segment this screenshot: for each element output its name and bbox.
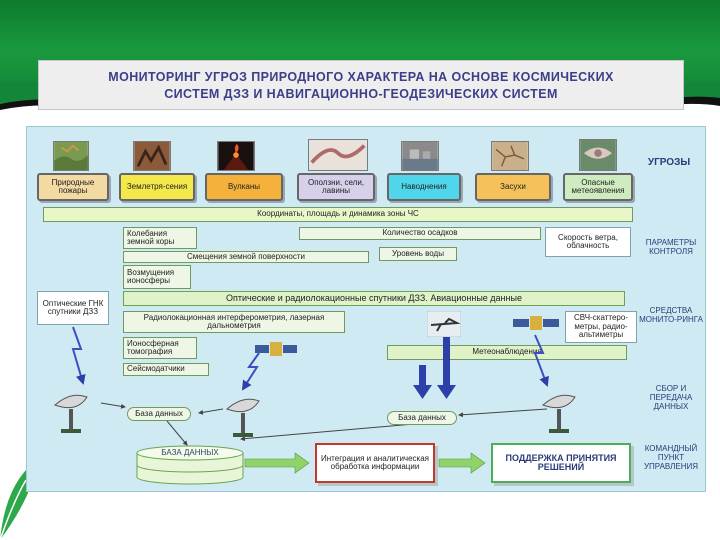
satellite-dish-icon — [226, 398, 260, 437]
threat-earthquakes: Землетря-сения — [119, 173, 195, 201]
means-optical-radar: Оптические и радиолокационные спутники Д… — [123, 291, 625, 306]
integration-label: Интеграция и аналитическая обработка инф… — [321, 453, 429, 471]
diagram-connectors — [71, 326, 549, 474]
means-weather-observation-label: Метеонаблюдения — [472, 347, 542, 357]
means-seismic-sensors-label: Сейсмодатчики — [127, 364, 185, 374]
means-optical-radar-label: Оптические и радиолокационные спутники Д… — [226, 292, 522, 303]
means-radar-interferometry-label: Радиолокационная интерферометрия, лазерн… — [143, 312, 325, 330]
database-small-2-label: База данных — [398, 412, 446, 422]
threat-droughts: Засухи — [475, 173, 551, 201]
parameter-precipitation-label: Количество осадков — [382, 228, 458, 238]
threat-landslides: Оползни, сели, лавины — [297, 173, 375, 201]
drought-photo-icon — [491, 141, 529, 171]
means-ionospheric-tomography-label: Ионосферная томография — [127, 338, 179, 356]
side-label-monitoring: СРЕДСТВА МОНИТО-РИНГА — [639, 306, 703, 324]
side-label-parameters: ПАРАМЕТРЫ КОНТРОЛЯ — [645, 238, 697, 256]
means-optical-gnss-label: Оптические ГНК спутники ДЗЗ — [42, 298, 104, 316]
title-line-1: МОНИТОРИНГ УГРОЗ ПРИРОДНОГО ХАРАКТЕРА НА… — [108, 70, 614, 84]
threat-weather-hazards-label: Опасные метеоявления — [571, 177, 625, 195]
database-main-label: БАЗА ДАННЫХ — [161, 448, 219, 457]
parameter-precipitation: Количество осадков — [299, 227, 541, 240]
parameter-oscillations-label: Колебания земной коры — [127, 228, 175, 246]
volcano-photo-icon — [217, 141, 255, 171]
database-main-icon — [136, 445, 244, 485]
satellite-icon — [255, 342, 297, 356]
side-label-threats: УГРОЗЫ — [647, 157, 691, 168]
means-optical-gnss: Оптические ГНК спутники ДЗЗ — [37, 291, 109, 325]
parameter-water-level-label: Уровень воды — [392, 248, 444, 258]
threat-earthquakes-label: Землетря-сения — [126, 181, 188, 191]
satellite-dish-icon — [54, 394, 88, 433]
threat-volcanoes: Вулканы — [205, 173, 283, 201]
title-panel: МОНИТОРИНГ УГРОЗ ПРИРОДНОГО ХАРАКТЕРА НА… — [38, 60, 684, 110]
parameter-displacement-label: Смещения земной поверхности — [187, 251, 305, 261]
database-small-1: База данных — [127, 407, 191, 421]
parameter-displacement: Смещения земной поверхности — [123, 251, 369, 263]
side-label-command: КОМАНДНЫЙ ПУНКТ УПРАВЛЕНИЯ — [643, 444, 699, 471]
earthquake-photo-icon — [133, 141, 171, 171]
title-line-2: СИСТЕМ ДЗЗ И НАВИГАЦИОННО-ГЕОДЕЗИЧЕСКИХ … — [164, 87, 558, 101]
satellite-dish-icon — [542, 394, 576, 433]
parameter-ionosphere: Возмущения ионосферы — [123, 265, 191, 289]
parameter-ionosphere-label: Возмущения ионосферы — [127, 267, 175, 285]
monitoring-diagram: Природные пожары Землетря-сения Вулканы … — [26, 126, 706, 492]
means-microwave-label: СВЧ-скаттеро-метры, радио-альтиметры — [574, 313, 628, 340]
satellite-icon — [513, 316, 559, 330]
flood-photo-icon — [401, 141, 439, 171]
threat-landslides-label: Оползни, сели, лавины — [307, 177, 365, 195]
threat-floods-label: Наводнения — [401, 181, 447, 191]
threat-wildfires-label: Природные пожары — [51, 177, 95, 195]
threat-volcanoes-label: Вулканы — [227, 181, 261, 191]
decision-support-label: ПОДДЕРЖКА ПРИНЯТИЯ РЕШЕНИЙ — [505, 452, 617, 472]
parameter-oscillations: Колебания земной коры — [123, 227, 197, 249]
side-label-transfer: СБОР И ПЕРЕДАЧА ДАННЫХ — [649, 384, 693, 411]
threat-floods: Наводнения — [387, 173, 461, 201]
aircraft-icon — [427, 311, 461, 337]
means-microwave: СВЧ-скаттеро-метры, радио-альтиметры — [565, 311, 637, 343]
parameter-water-level: Уровень воды — [379, 247, 457, 261]
threat-wildfires: Природные пожары — [37, 173, 109, 201]
parameter-coordinates-label: Координаты, площадь и динамика зоны ЧС — [257, 209, 419, 219]
wildfire-photo-icon — [53, 141, 89, 171]
database-small-1-label: База данных — [135, 408, 183, 418]
landslide-photo-icon — [308, 139, 368, 171]
parameter-coordinates: Координаты, площадь и динамика зоны ЧС — [43, 207, 633, 222]
parameter-wind: Скорость ветра, облачность — [545, 227, 631, 257]
parameter-wind-label: Скорость ветра, облачность — [558, 232, 618, 250]
integration-box: Интеграция и аналитическая обработка инф… — [315, 443, 435, 483]
means-radar-interferometry: Радиолокационная интерферометрия, лазерн… — [123, 311, 345, 333]
threat-droughts-label: Засухи — [500, 181, 526, 191]
decision-support-box: ПОДДЕРЖКА ПРИНЯТИЯ РЕШЕНИЙ — [491, 443, 631, 483]
means-ionospheric-tomography: Ионосферная томография — [123, 337, 197, 359]
means-seismic-sensors: Сейсмодатчики — [123, 363, 209, 376]
database-small-2: База данных — [387, 411, 457, 425]
threat-weather-hazards: Опасные метеоявления — [563, 173, 633, 201]
storm-photo-icon — [579, 139, 617, 171]
